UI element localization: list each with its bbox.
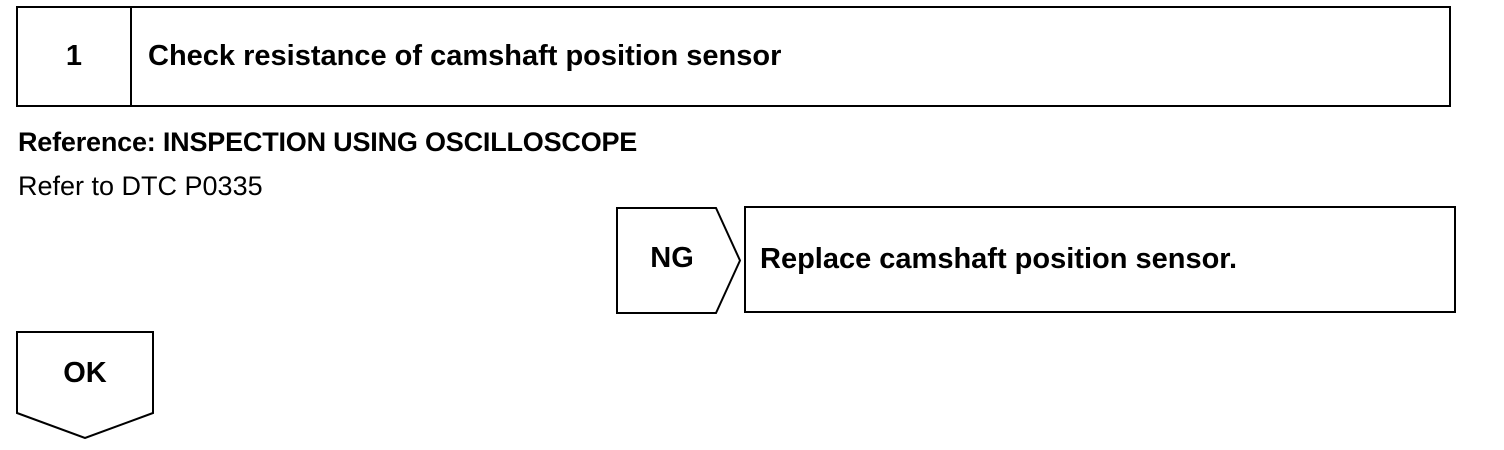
step-title: Check resistance of camshaft position se… [148,40,782,72]
ng-action-box: Replace camshaft position sensor. [744,206,1456,313]
ng-arrow-shape [616,207,742,314]
ng-label: NG [650,242,694,274]
reference-note: Refer to DTC P0335 [18,171,263,201]
ok-label: OK [63,357,107,389]
step-box: 1 Check resistance of camshaft position … [16,6,1451,107]
reference-heading: Reference: INSPECTION USING OSCILLOSCOPE [18,127,638,157]
step-number: 1 [18,8,132,105]
ok-arrow-shape [16,331,154,439]
ng-action-text: Replace camshaft position sensor. [760,243,1238,275]
